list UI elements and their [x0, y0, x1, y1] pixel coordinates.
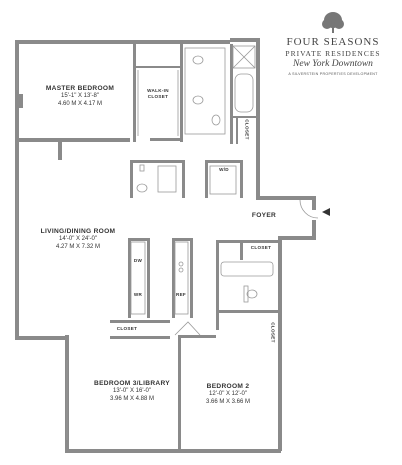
living-closet-text: CLOSET [116, 326, 138, 331]
bath-closet-label: CLOSET [246, 245, 276, 250]
bath-closet-text: CLOSET [250, 245, 272, 250]
brand-subtitle: PRIVATE RESIDENCES [285, 49, 381, 58]
foyer-text: FOYER [251, 212, 277, 219]
brand-location: New York Downtown [293, 59, 373, 69]
brand-developer: A SILVERSTEIN PROPERTIES DEVELOPMENT [288, 72, 378, 76]
wd-label: W/D [212, 167, 236, 172]
brand-name: FOUR SEASONS [286, 36, 380, 48]
brand-block: FOUR SEASONS PRIVATE RESIDENCES New York… [268, 36, 398, 76]
bedroom3-name: BEDROOM 3/LIBRARY [94, 380, 170, 387]
walls [15, 38, 316, 453]
ref-text: REF [175, 292, 187, 297]
master-closet-text: CLOSET [244, 119, 250, 140]
master-bedroom-metric: 4.60 M X 4.17 M [57, 101, 103, 107]
bedroom2-metric: 3.66 M X 3.66 M [205, 399, 251, 405]
entry-arrow-icon [322, 208, 330, 216]
master-bedroom-label: MASTER BEDROOM 15'-1" X 13'-8" 4.60 M X … [30, 85, 130, 108]
living-dining-label: LIVING/DINING ROOM 14'-0" X 24'-0" 4.27 … [24, 228, 132, 251]
bedroom2-label: BEDROOM 2 12'-0" X 12'-0" 3.66 M X 3.66 … [184, 383, 272, 406]
living-dining-name: LIVING/DINING ROOM [40, 228, 116, 235]
bedroom2-name: BEDROOM 2 [206, 383, 250, 390]
master-bedroom-imperial: 15'-1" X 13'-8" [61, 93, 99, 99]
walk-in-closet-text: WALK-IN CLOSET [147, 88, 169, 99]
four-seasons-logo-icon [322, 12, 344, 33]
bedroom2-closet-text: CLOSET [270, 322, 276, 343]
fixtures [16, 45, 319, 440]
bedroom2-closet-label: CLOSET [271, 318, 276, 348]
walk-in-closet-label: WALK-IN CLOSET [138, 88, 178, 100]
bedroom3-metric: 3.96 M X 4.88 M [109, 396, 155, 402]
master-bedroom-name: MASTER BEDROOM [45, 85, 115, 92]
bedroom3-imperial: 13'-0" X 16'-0" [113, 388, 151, 394]
master-closet-label: CLOSET [245, 115, 250, 145]
foyer-label: FOYER [244, 212, 284, 219]
ref-label: REF [173, 292, 189, 297]
bedroom2-imperial: 12'-0" X 12'-0" [209, 391, 247, 397]
dw-label: DW [131, 258, 145, 263]
dw-text: DW [133, 258, 143, 263]
wr-text: WR [133, 292, 143, 297]
wr-label: WR [131, 292, 145, 297]
wd-text: W/D [219, 167, 229, 172]
bedroom3-label: BEDROOM 3/LIBRARY 13'-0" X 16'-0" 3.96 M… [82, 380, 182, 403]
living-dining-imperial: 14'-0" X 24'-0" [59, 236, 97, 242]
living-dining-metric: 4.27 M X 7.32 M [55, 244, 101, 250]
living-closet-label: CLOSET [112, 326, 142, 331]
